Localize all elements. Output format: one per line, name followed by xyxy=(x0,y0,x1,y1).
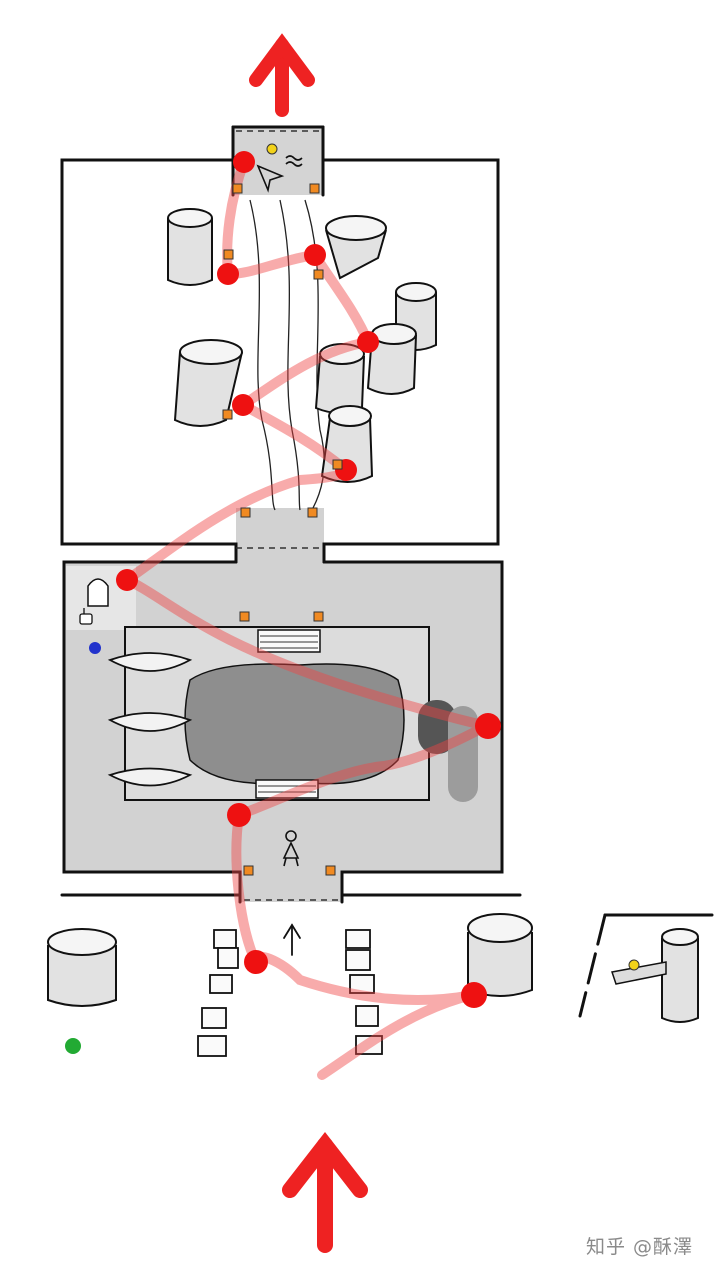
watermark-text: 知乎 @酥澤 xyxy=(586,1236,694,1258)
arrow-up-icon xyxy=(282,1131,368,1253)
pillar-icon xyxy=(47,928,117,1007)
waypoint-icon xyxy=(233,151,255,173)
player-icon xyxy=(282,830,300,867)
waypoints xyxy=(116,151,501,1008)
blue-marker xyxy=(89,642,101,654)
waypoint-icon xyxy=(116,569,138,591)
stair-strip-bottom xyxy=(255,779,319,799)
pillar-icon xyxy=(661,928,699,1023)
waypoint-icon xyxy=(232,394,254,416)
yellow-marker xyxy=(628,959,640,971)
route-path xyxy=(116,157,500,1080)
pillar-icon xyxy=(173,339,243,427)
cursor-icon xyxy=(256,155,303,193)
waypoint-icon xyxy=(475,713,501,739)
small-arrow-icon xyxy=(283,923,301,956)
ghost-icon xyxy=(87,578,109,607)
green-marker xyxy=(65,1038,81,1054)
waypoint-icon xyxy=(304,244,326,266)
shield-ledges xyxy=(107,652,193,787)
exit-door-shadow xyxy=(418,700,456,754)
exit-door-trail xyxy=(448,706,478,802)
waypoint-icon xyxy=(461,982,487,1008)
waypoint-icon xyxy=(227,803,251,827)
hand-icon xyxy=(79,608,93,625)
pillars xyxy=(47,208,699,1023)
orange-markers xyxy=(222,183,343,876)
stair-strip-top xyxy=(257,629,321,653)
pillar-icon xyxy=(467,913,533,997)
arrow-up-icon xyxy=(249,33,315,117)
pillar-icon xyxy=(167,208,213,286)
yellow-marker xyxy=(266,143,278,155)
waypoint-icon xyxy=(244,950,268,974)
pillar-icon xyxy=(314,343,365,414)
pillar-icon xyxy=(325,215,387,280)
dark-pool xyxy=(184,663,405,785)
waypoint-icon xyxy=(357,331,379,353)
walls xyxy=(60,125,714,1018)
thresholds xyxy=(236,130,340,901)
waypoint-icon xyxy=(217,263,239,285)
entrance-columns xyxy=(197,929,383,1057)
ledge xyxy=(611,961,667,985)
